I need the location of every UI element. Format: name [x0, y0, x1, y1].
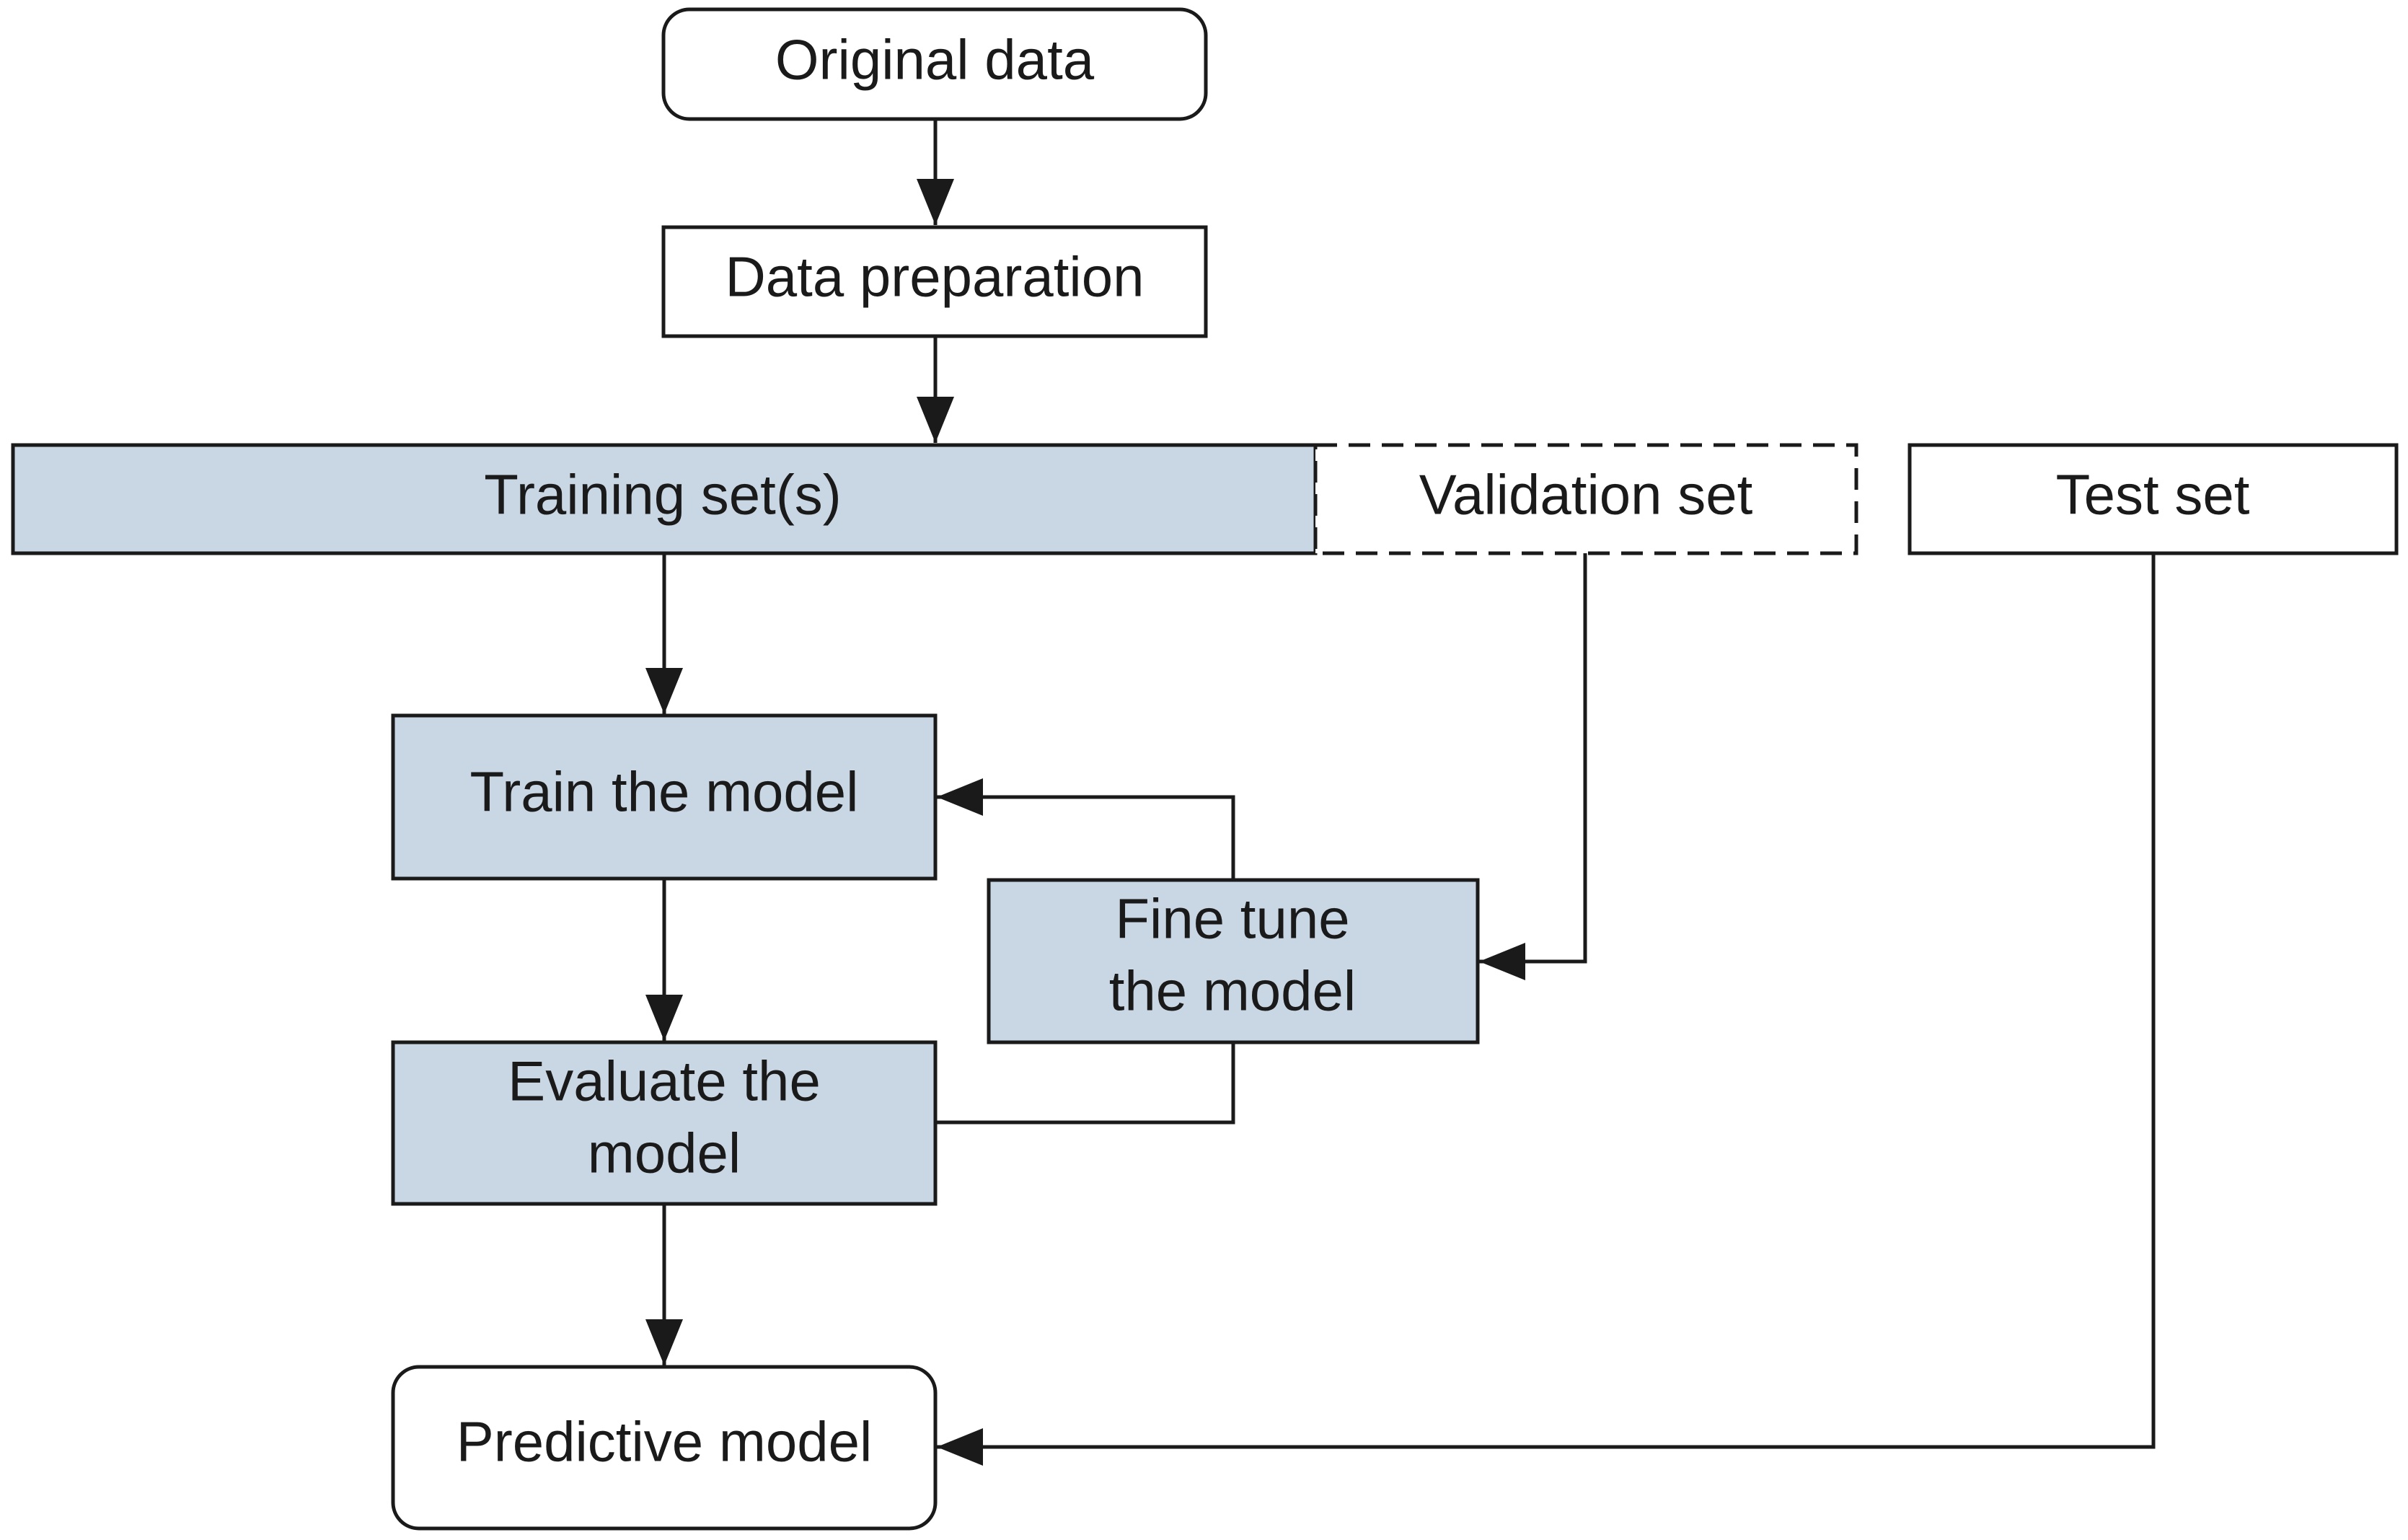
connector-validation-to-finetune	[1479, 553, 1587, 964]
node-validation-set: Validation set	[1313, 443, 1858, 555]
node-original-data-label: Original data	[775, 28, 1095, 92]
node-test-set-label: Test set	[2056, 463, 2250, 527]
connector-test-to-predictive	[937, 553, 2156, 1449]
node-test-set: Test set	[1908, 443, 2399, 555]
arrowhead-train	[645, 668, 683, 714]
node-evaluate-line2: model	[588, 1122, 741, 1185]
arrowhead-predictive	[645, 1319, 683, 1365]
node-evaluate-line1: Evaluate the	[508, 1050, 821, 1113]
connector-finetune-to-train	[937, 795, 1235, 880]
connectors	[645, 119, 2156, 1466]
node-train-model: Train the model	[391, 713, 938, 881]
node-fine-tune-model: Fine tune the model	[987, 878, 1480, 1044]
node-predictive-model-label: Predictive model	[457, 1410, 873, 1474]
arrowhead-predictive-test	[937, 1428, 983, 1466]
node-data-preparation: Data preparation	[661, 225, 1208, 338]
arrowhead-preparation	[917, 179, 954, 225]
node-evaluate-model: Evaluate the model	[391, 1040, 938, 1206]
node-validation-set-label: Validation set	[1419, 463, 1753, 527]
arrowhead-train-feedback	[937, 778, 983, 816]
node-data-preparation-label: Data preparation	[725, 245, 1144, 309]
node-training-sets-label: Training set(s)	[484, 463, 842, 527]
arrowhead-split	[917, 397, 954, 443]
node-train-model-label: Train the model	[469, 760, 858, 824]
node-predictive-model: Predictive model	[391, 1365, 938, 1531]
node-original-data: Original data	[661, 7, 1208, 121]
arrowhead-evaluate	[645, 995, 683, 1041]
connector-evaluate-to-finetune	[935, 1042, 1235, 1125]
node-fine-tune-line1: Fine tune	[1115, 887, 1349, 951]
node-training-sets: Training set(s)	[11, 443, 1318, 555]
arrowhead-finetune	[1479, 943, 1525, 980]
node-fine-tune-line2: the model	[1109, 959, 1357, 1023]
